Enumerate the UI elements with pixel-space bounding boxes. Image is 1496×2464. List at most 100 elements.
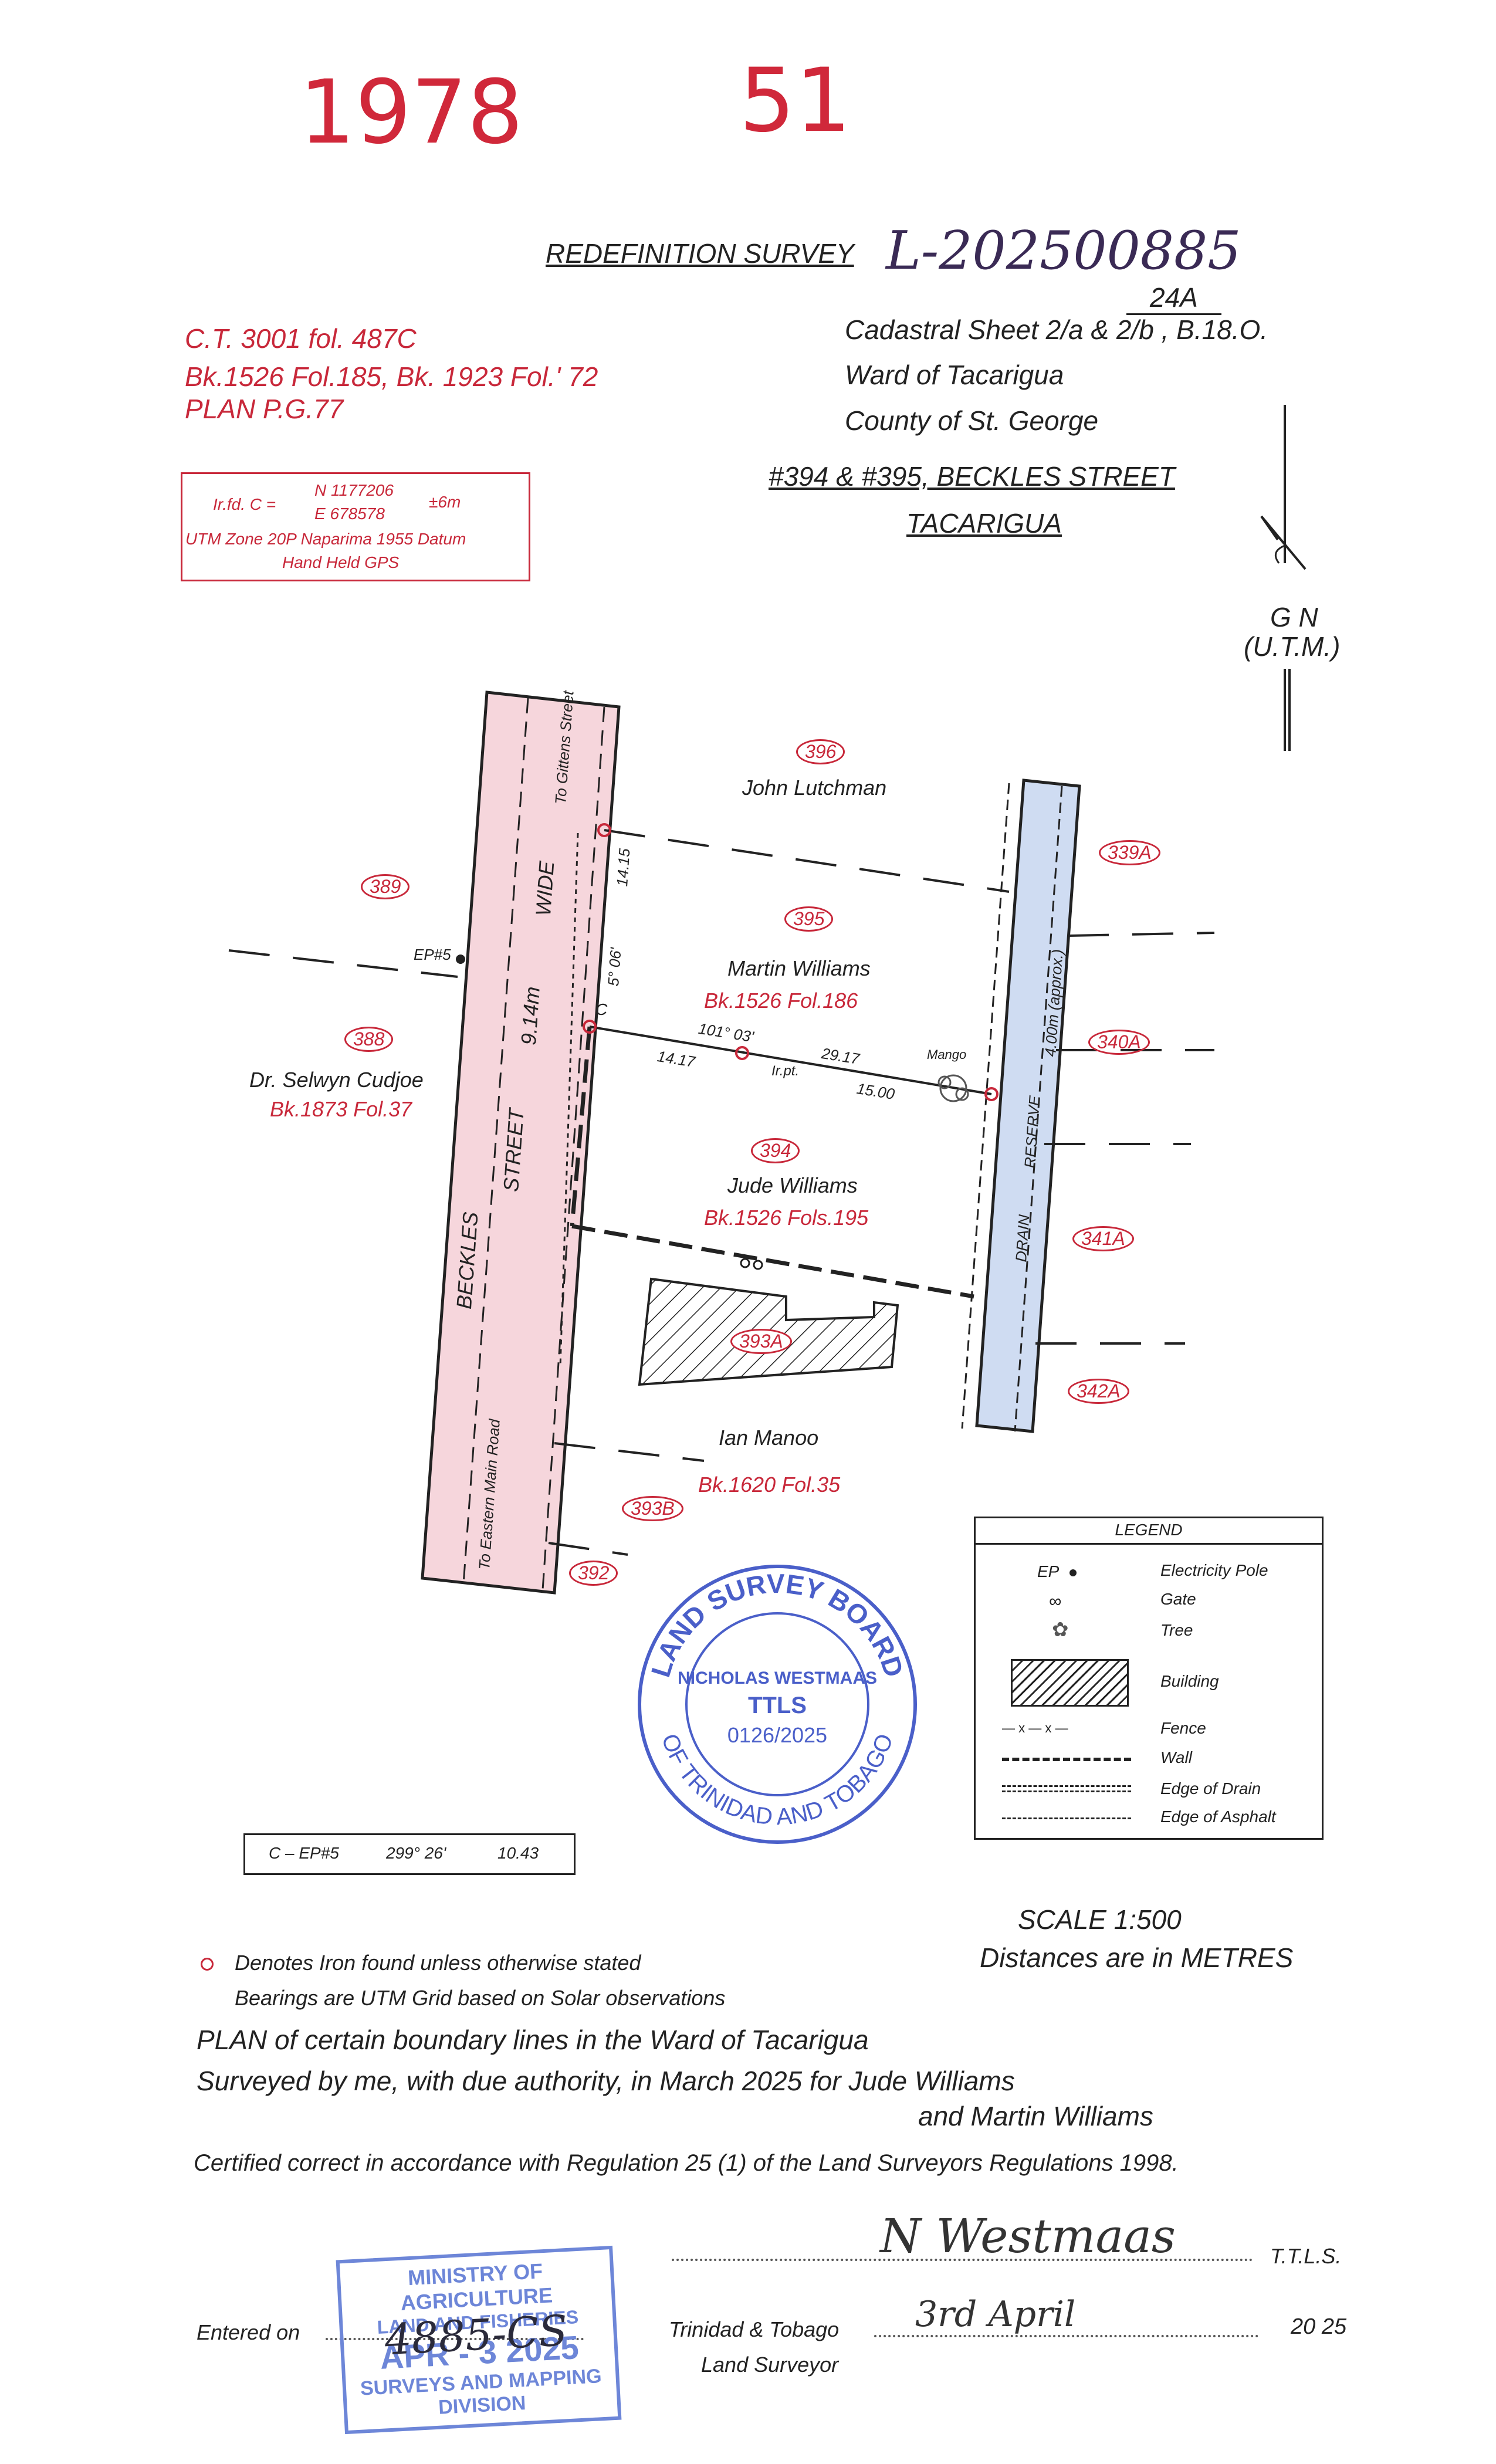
drain-label: DRAIN — [1012, 1214, 1033, 1263]
north-arrow — [1260, 405, 1307, 751]
legend-building-label: Building — [1160, 1672, 1219, 1690]
signature: N Westmaas — [880, 2209, 1176, 2263]
date-dotted-line — [874, 2335, 1258, 2337]
gps-method: Hand Held GPS — [282, 553, 400, 571]
iron-note: Denotes Iron found unless otherwise stat… — [235, 1951, 641, 1975]
country: Trinidad & Tobago — [669, 2317, 840, 2341]
parcel-no-394: 394 — [751, 1138, 800, 1163]
year-stamp: 1978 — [299, 62, 523, 164]
legend-drain-label: Edge of Drain — [1160, 1779, 1261, 1798]
iron-marker — [583, 1020, 597, 1034]
parcel-no-341a: 341A — [1072, 1226, 1134, 1251]
mango-tree — [937, 1074, 969, 1102]
gps-box: Ir.fd. C = N 1177206 E 678578 ±6m UTM Zo… — [181, 472, 530, 581]
iron-legend-circle — [201, 1958, 214, 1971]
ward: Ward of Tacarigua — [845, 360, 1064, 390]
parcel-no-395: 395 — [784, 906, 834, 932]
sheet-number: 51 — [739, 50, 851, 152]
ministry-stamp: MINISTRY OF AGRICULTURE LAND AND FISHERI… — [336, 2245, 622, 2435]
book-reference: Bk.1526 Fol.185, Bk. 1923 Fol.' 72 — [185, 361, 598, 392]
entered-dotted-line — [326, 2338, 584, 2340]
owner-394: Jude Williams — [727, 1173, 858, 1197]
legend-building-icon — [1011, 1659, 1129, 1707]
entered-on: Entered on — [197, 2320, 300, 2344]
ref-395: Bk.1526 Fol.186 — [704, 989, 858, 1013]
legend-ep-label: Electricity Pole — [1160, 1561, 1268, 1579]
corner-c: C — [595, 1000, 608, 1018]
legend: LEGEND EP Electricity Pole ∞ Gate ✿ Tree… — [974, 1517, 1324, 1840]
distance-units: Distances are in METRES — [980, 1942, 1294, 1973]
ref-394: Bk.1526 Fols.195 — [704, 1206, 869, 1230]
land-survey-board-stamp: LAND SURVEY BOARD OF TRINIDAD AND TOBAGO… — [638, 1565, 917, 1844]
ref-388: Bk.1873 Fol.37 — [270, 1097, 412, 1121]
legend-tree-label: Tree — [1160, 1621, 1193, 1639]
iron-marker — [597, 823, 611, 837]
drain-reserve — [975, 779, 1081, 1433]
address-line-1: #394 & #395, BECKLES STREET — [769, 461, 1175, 492]
parcel-no-340a: 340A — [1088, 1030, 1150, 1055]
scale: SCALE 1:500 — [1018, 1904, 1182, 1935]
parcel-no-396: 396 — [796, 739, 845, 764]
county: County of St. George — [845, 405, 1099, 436]
ct-reference: C.T. 3001 fol. 487C — [185, 323, 417, 354]
owner-388: Dr. Selwyn Cudjoe — [249, 1068, 424, 1092]
plan-line-3: and Martin Williams — [918, 2101, 1153, 2131]
bearing-c: 5° 06' — [604, 947, 625, 987]
tie-distance: 10.43 — [497, 1844, 539, 1862]
gps-accuracy: ±6m — [429, 493, 461, 511]
svg-text:LAND SURVEY BOARD: LAND SURVEY BOARD — [645, 1568, 909, 1681]
legend-title: LEGEND — [976, 1521, 1322, 1545]
distance-c: 14.15 — [613, 848, 634, 888]
owner-393b: Ian Manoo — [719, 1426, 819, 1450]
iron-point: Ir.pt. — [771, 1063, 800, 1079]
owner-395: Martin Williams — [727, 956, 871, 980]
stamp-name: NICHOLAS WESTMAAS — [678, 1668, 877, 1688]
parcel-no-388: 388 — [344, 1027, 394, 1052]
legend-ep-symbol: EP — [1037, 1562, 1060, 1580]
plan-reference: PLAN P.G.77 — [185, 394, 344, 424]
plan-line-2: Surveyed by me, with due authority, in M… — [197, 2066, 1015, 2096]
signature-dotted-line — [672, 2259, 1253, 2261]
gate-symbol — [740, 1258, 763, 1270]
north-sub: (U.T.M.) — [1244, 631, 1341, 662]
tie-box: C – EP#5 299° 26' 10.43 — [243, 1833, 576, 1875]
address-line-2: TACARIGUA — [906, 508, 1062, 539]
cadastral-superscript: 24A — [1126, 282, 1221, 315]
certification: Certified correct in accordance with Reg… — [194, 2150, 1179, 2176]
tie-from-to: C – EP#5 — [269, 1844, 339, 1862]
stamp-title: TTLS — [748, 1693, 807, 1718]
legend-fence-icon: — x — x — — [1002, 1721, 1068, 1735]
owner-396: John Lutchman — [742, 776, 887, 800]
legend-wall-label: Wall — [1160, 1748, 1192, 1766]
north-label: G N — [1270, 602, 1318, 632]
legend-asphalt-icon — [1002, 1817, 1131, 1819]
mango-label: Mango — [927, 1047, 967, 1062]
electricity-pole — [456, 955, 465, 964]
surveyor-role: Land Surveyor — [701, 2353, 839, 2377]
parcel-no-393a: 393A — [730, 1329, 792, 1354]
street-width: 9.14m — [516, 986, 544, 1046]
ep5-label: EP#5 — [414, 946, 451, 963]
signature-year: 20 25 — [1291, 2314, 1347, 2339]
cadastral-sheet: Cadastral Sheet 2/a & 2/b , B.18.O. — [845, 314, 1268, 345]
stamp-number: 0126/2025 — [727, 1723, 827, 1747]
legend-drain-icon — [1002, 1785, 1131, 1792]
ref-393b: Bk.1620 Fol.35 — [698, 1473, 841, 1497]
reference-number: L-202500885 — [886, 220, 1241, 282]
legend-wall-icon — [1002, 1758, 1131, 1761]
legend-fence-label: Fence — [1160, 1719, 1206, 1737]
stamp-top-text: LAND SURVEY BOARD — [645, 1568, 909, 1681]
gps-east: E 678578 — [314, 505, 385, 523]
parcel-no-389: 389 — [361, 874, 410, 899]
parcel-no-339a: 339A — [1099, 840, 1160, 865]
parcel-no-342a: 342A — [1068, 1379, 1129, 1404]
ttls-label: T.T.L.S. — [1270, 2244, 1342, 2268]
legend-gate-icon: ∞ — [1049, 1592, 1062, 1611]
iron-marker — [984, 1087, 999, 1101]
legend-asphalt-label: Edge of Asphalt — [1160, 1808, 1276, 1826]
parcel-no-392: 392 — [569, 1561, 618, 1586]
plan-line-1: PLAN of certain boundary lines in the Wa… — [197, 2025, 869, 2055]
legend-ep-dot — [1069, 1569, 1077, 1576]
parcel-no-393b: 393B — [622, 1496, 683, 1521]
ministry-handwritten: 4885-CS — [383, 2306, 569, 2365]
